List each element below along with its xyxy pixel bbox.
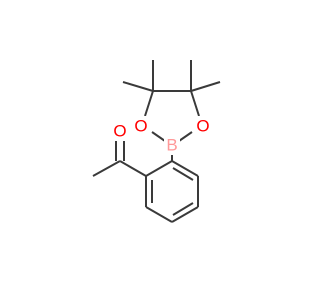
bond-boron-oxygen-left xyxy=(151,131,166,142)
atom-oxygen-left: O xyxy=(133,116,149,136)
bond-ring-c4-c5 xyxy=(171,206,199,223)
atom-label-background xyxy=(164,135,180,155)
oxygen-label-right: O xyxy=(196,117,209,136)
bond-c2-methyl-right xyxy=(190,81,221,92)
molecule-structure-diagram: O B O O xyxy=(92,60,221,223)
atom-label-background xyxy=(195,116,211,136)
atom-oxygen-right: O xyxy=(195,116,211,136)
bond-ring-carbonyl xyxy=(119,160,147,177)
bond-carbonyl-methyl xyxy=(92,160,121,177)
boron-label: B xyxy=(166,136,177,155)
atom-labels: O B O O xyxy=(112,116,211,155)
bond-ring-c1-c2 xyxy=(145,160,173,177)
atom-label-background xyxy=(133,116,149,136)
bond-ring-c2-c3 xyxy=(171,160,199,177)
oxygen-label-left: O xyxy=(134,117,147,136)
bond-ring-c4-c5-inner xyxy=(172,202,194,216)
bond-oxygen-right-c2 xyxy=(190,90,200,117)
atom-oxygen-ketone: O xyxy=(112,121,128,141)
bond-ring-c5-c6 xyxy=(145,206,173,223)
bond-c1-methyl-left xyxy=(122,81,154,92)
bond-boron-oxygen-right xyxy=(178,131,193,142)
bond-ring-c2-c3-inner xyxy=(172,167,194,181)
bond-oxygen-left-c1 xyxy=(144,90,154,117)
atom-label-background xyxy=(112,121,128,141)
oxygen-label-ketone: O xyxy=(113,122,126,141)
atom-boron: B xyxy=(164,135,180,155)
